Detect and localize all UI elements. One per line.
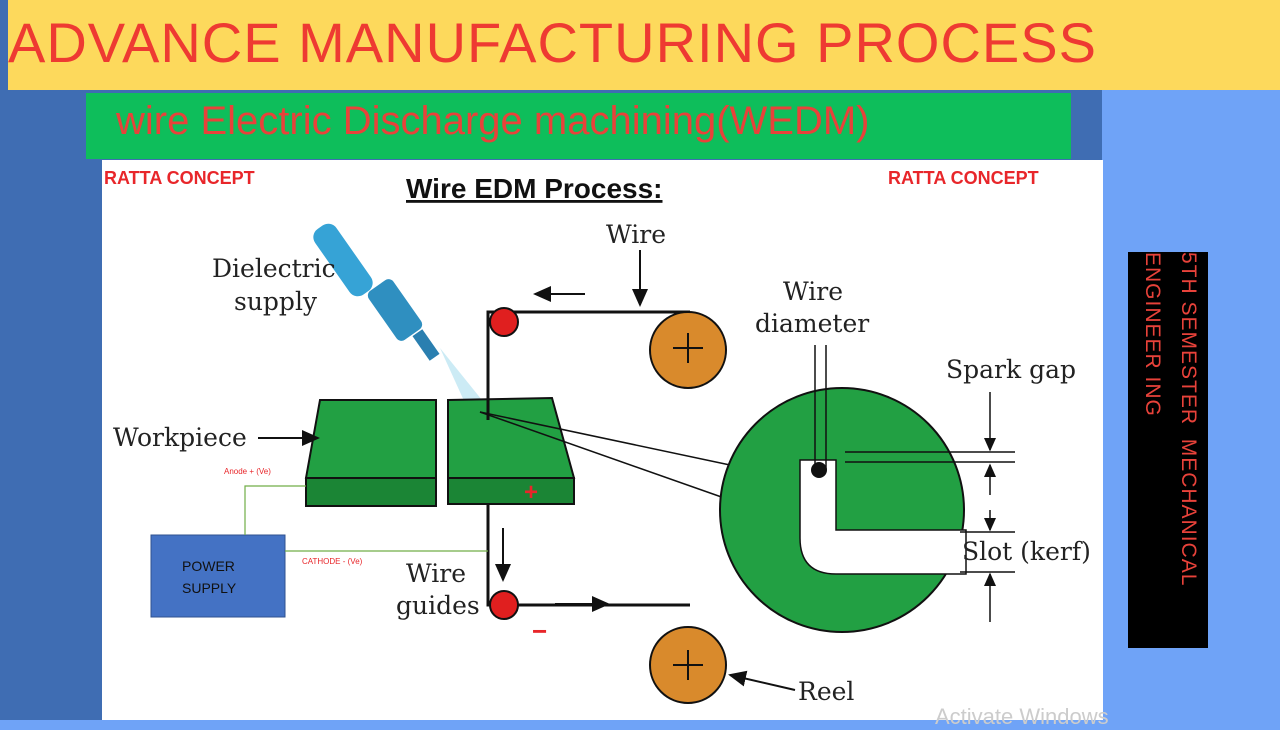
label-wire: Wire (606, 220, 666, 249)
cathode-label: CATHODE - (Ve) (302, 557, 363, 566)
dielectric-nozzle (313, 223, 490, 414)
negative-sign: − (532, 616, 547, 646)
background-left (0, 0, 102, 720)
upper-wire-guide (489, 307, 519, 337)
label-wire-diameter-1: Wire (783, 277, 843, 306)
anode-wire (244, 485, 306, 535)
brand-left: RATTA CONCEPT (104, 168, 255, 188)
label-reel: Reel (798, 677, 854, 706)
anode-label: Anode + (Ve) (224, 467, 271, 476)
label-slot-kerf: Slot (kerf) (962, 537, 1091, 566)
side-label-box (1128, 252, 1208, 648)
lower-wire-guide (489, 590, 519, 620)
label-wire-guides-2: guides (396, 591, 480, 620)
power-supply-box (150, 534, 286, 618)
label-spark-gap: Spark gap (946, 355, 1076, 384)
brand-right: RATTA CONCEPT (888, 168, 1039, 188)
label-dielectric-2: supply (234, 287, 318, 316)
activate-windows-watermark: Activate Windows (935, 704, 1109, 729)
power-supply-label-1: POWER (182, 558, 235, 574)
label-workpiece: Workpiece (113, 423, 247, 452)
subtitle-banner: wire Electric Discharge machining(WEDM) (86, 93, 1071, 159)
power-supply-label-2: SUPPLY (182, 580, 237, 596)
positive-sign: + (524, 479, 538, 506)
diagram-title: Wire EDM Process: (406, 173, 663, 204)
label-wire-guides-1: Wire (406, 559, 466, 588)
magnified-view (719, 345, 1015, 633)
label-wire-diameter-2: diameter (755, 309, 869, 338)
label-dielectric-1: Dielectric (212, 254, 336, 283)
workpiece (304, 396, 576, 507)
wire (479, 310, 731, 607)
title-banner: ADVANCE MANUFACTURING PROCESS (8, 0, 1280, 90)
